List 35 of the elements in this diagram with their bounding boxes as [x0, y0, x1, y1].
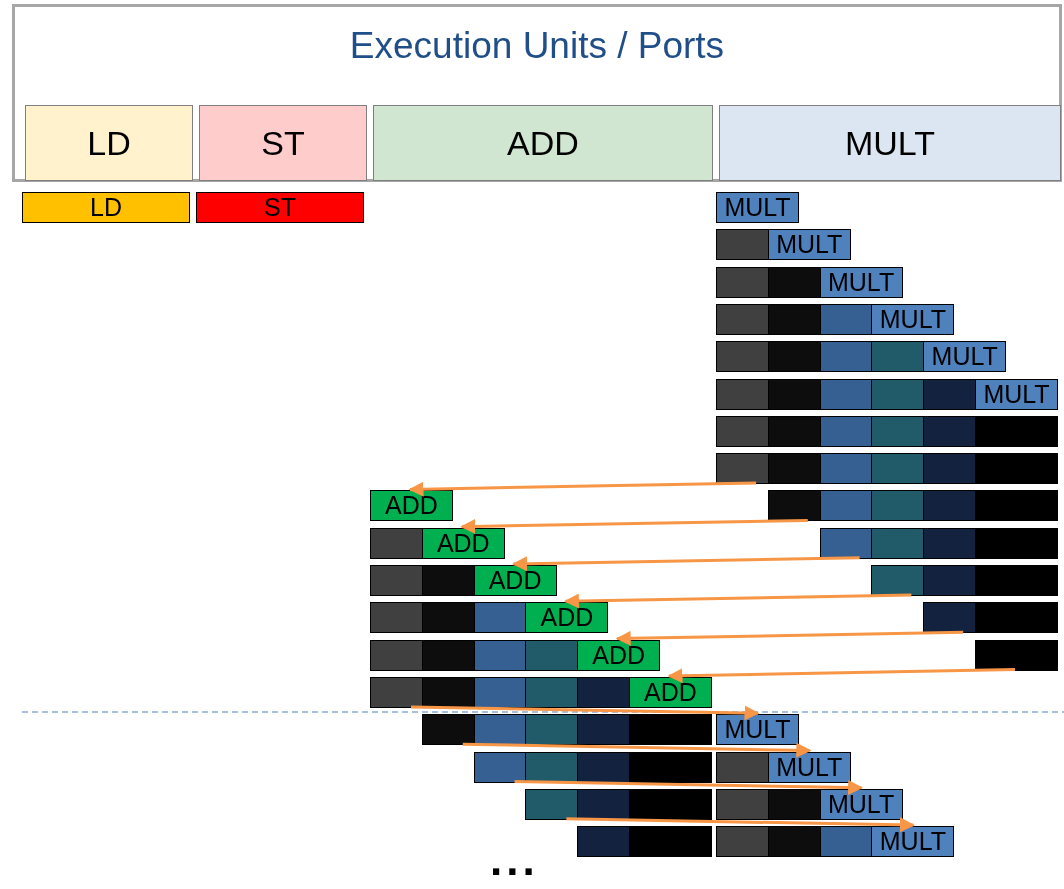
- ellipsis-text: ...: [490, 840, 539, 880]
- instruction-block: LD: [22, 192, 190, 223]
- arrow: [667, 668, 1016, 684]
- instruction-block: MULT: [767, 751, 851, 783]
- panel-title: Execution Units / Ports: [348, 25, 726, 67]
- instruction-block: ST: [196, 192, 364, 223]
- instruction-block: MULT: [975, 378, 1058, 410]
- instruction-block: ADD: [473, 565, 557, 596]
- port-header: ST: [199, 105, 367, 181]
- arrow: [514, 780, 864, 796]
- arrow: [512, 556, 860, 572]
- instruction-block: MULT: [871, 303, 955, 335]
- arrow: [563, 593, 912, 609]
- port-header: MULT: [719, 105, 1061, 181]
- arrow: [410, 705, 760, 721]
- arrow: [615, 630, 964, 646]
- arrow: [460, 518, 808, 534]
- instruction-block: ADD: [525, 602, 609, 634]
- instruction-block: MULT: [716, 714, 799, 746]
- arrow: [566, 817, 915, 833]
- instruction-block: MULT: [716, 192, 799, 223]
- port-panel: [12, 4, 1062, 182]
- instruction-block: MULT: [819, 266, 903, 298]
- instruction-block: MULT: [819, 788, 903, 820]
- arrow: [462, 742, 812, 758]
- instruction-block: MULT: [871, 826, 955, 858]
- instruction-block: MULT: [923, 341, 1007, 373]
- instruction-block: ADD: [421, 527, 505, 559]
- port-header: LD: [25, 105, 193, 181]
- arrow: [408, 481, 757, 497]
- port-header: ADD: [373, 105, 713, 181]
- instruction-block: ADD: [629, 676, 712, 708]
- instruction-block: ADD: [577, 639, 661, 671]
- instruction-block: MULT: [767, 229, 851, 261]
- instruction-block: ADD: [370, 490, 453, 522]
